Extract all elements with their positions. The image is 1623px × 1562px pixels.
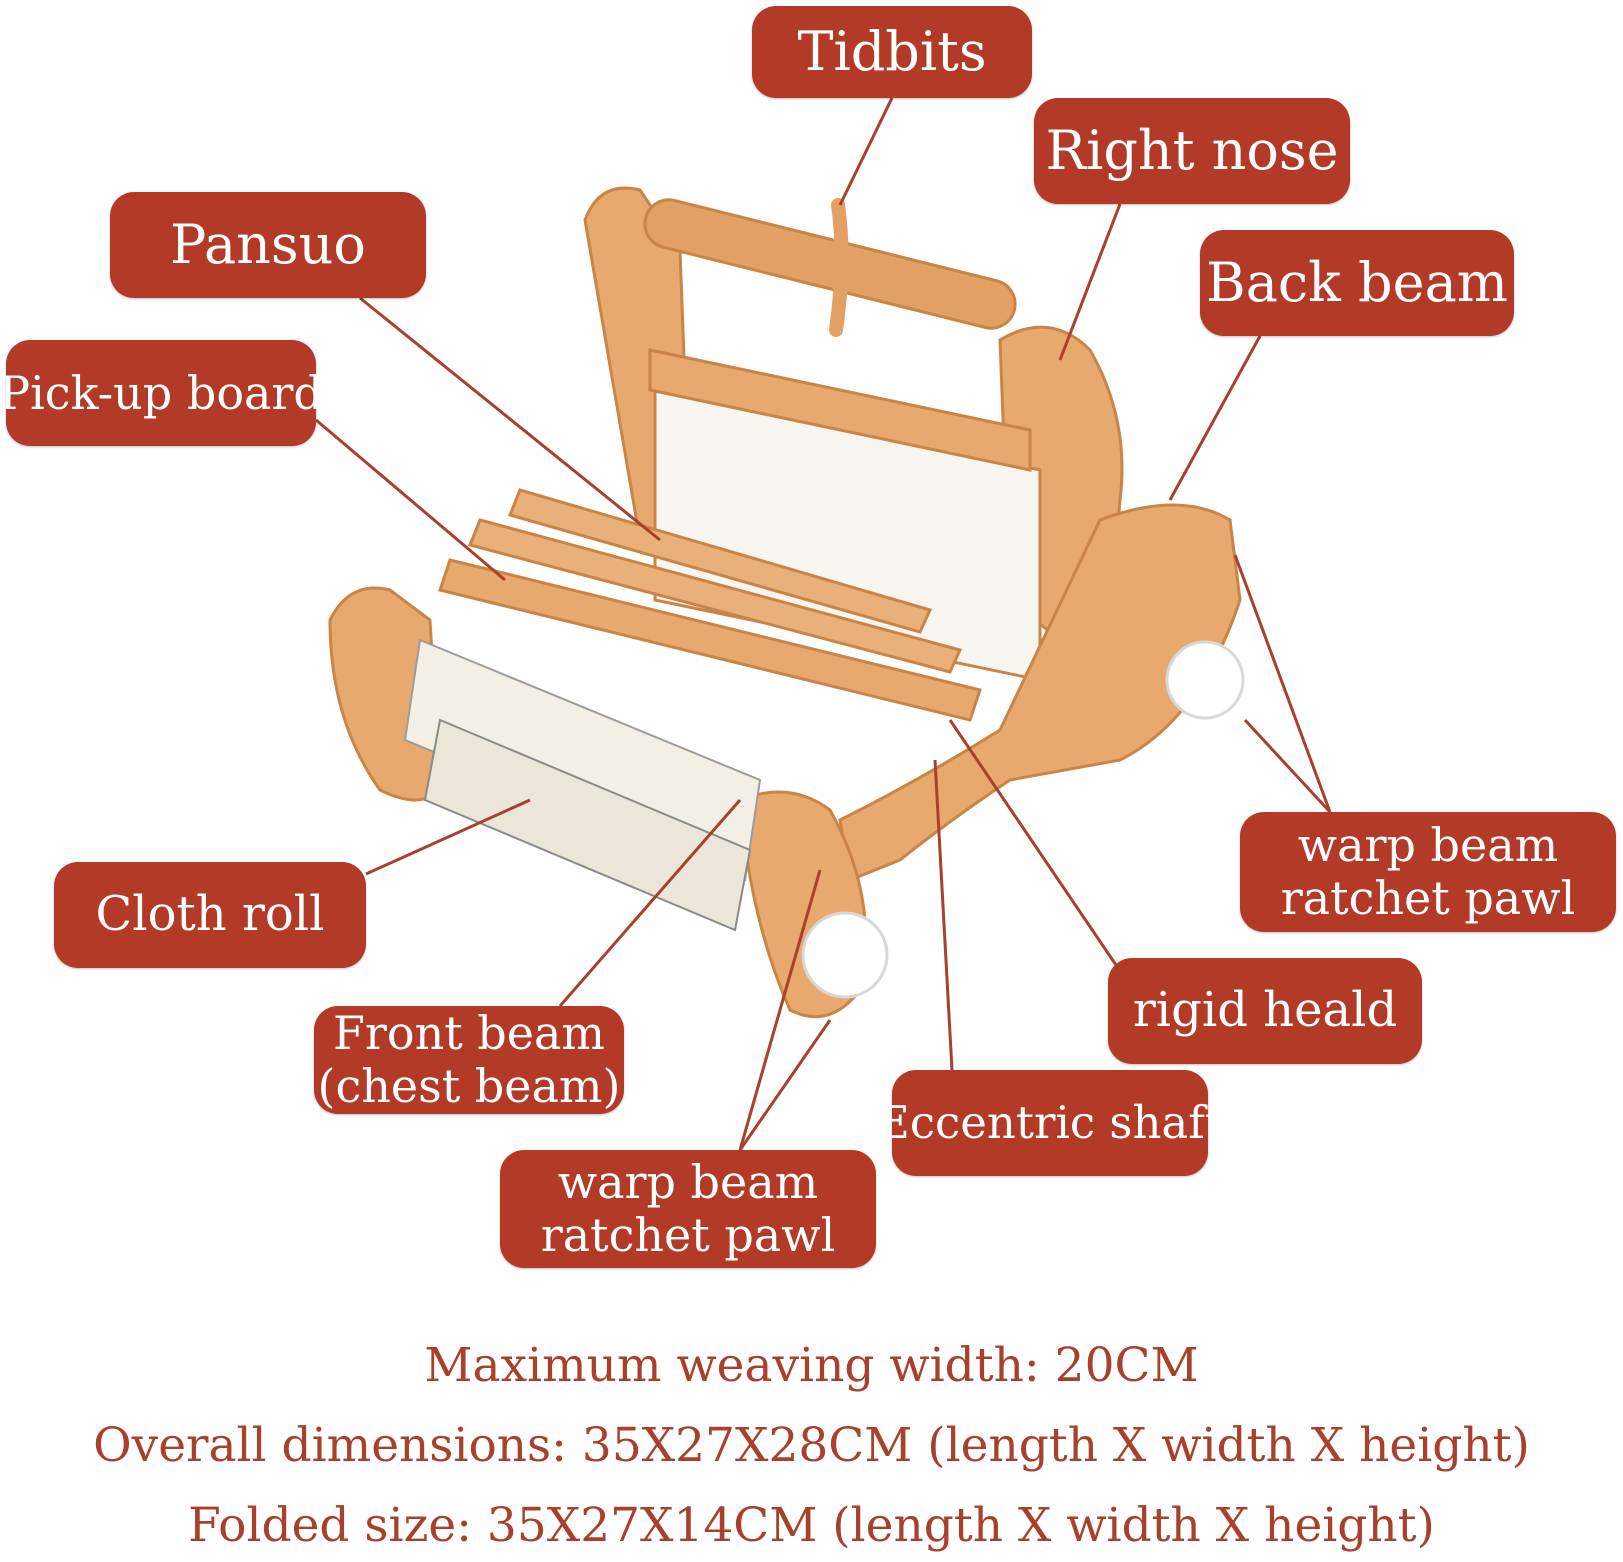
leader-rigid-heald (948, 719, 1120, 969)
label-front-beam: Front beam (chest beam) (314, 1006, 624, 1114)
label-back-beam: Back beam (1200, 230, 1514, 336)
label-warp-beam-ratchet-pawl-bottom: warp beam ratchet pawl (500, 1150, 876, 1268)
leader-pawl-b-a (738, 869, 822, 1151)
leader-right-nose (1058, 203, 1122, 361)
leader-pick-up-board (315, 418, 506, 582)
leader-tidbits (838, 97, 894, 206)
spec-max-width: Maximum weaving width: 20CM (424, 1338, 1199, 1393)
leader-front-beam (558, 799, 742, 1007)
label-eccentric-shaft: Eccentric shaft (877, 1070, 1223, 1176)
leader-lines (315, 97, 1332, 1151)
label-right-nose: Right nose (1034, 98, 1350, 204)
leader-back-beam (1168, 335, 1262, 501)
leader-pansuo (359, 296, 661, 542)
label-cloth-roll: Cloth roll (54, 862, 366, 968)
label-tidbits: Tidbits (752, 6, 1032, 98)
label-pick-up-board: Pick-up board (0, 340, 323, 446)
loom-frame (328, 186, 1245, 1019)
label-warp-beam-ratchet-pawl-right: warp beam ratchet pawl (1240, 812, 1616, 932)
leader-cloth-roll (365, 798, 531, 876)
spec-folded-size: Folded size: 35X27X14CM (length X width … (188, 1498, 1435, 1553)
leader-pawl-r-b (1243, 718, 1332, 814)
label-pansuo: Pansuo (110, 192, 426, 298)
label-rigid-heald: rigid heald (1108, 958, 1422, 1064)
leader-eccentric (933, 759, 954, 1071)
leader-pawl-b-b (738, 1019, 832, 1151)
spec-overall-dimensions: Overall dimensions: 35X27X28CM (length X… (93, 1418, 1530, 1473)
leader-pawl-r-a (1233, 554, 1332, 813)
